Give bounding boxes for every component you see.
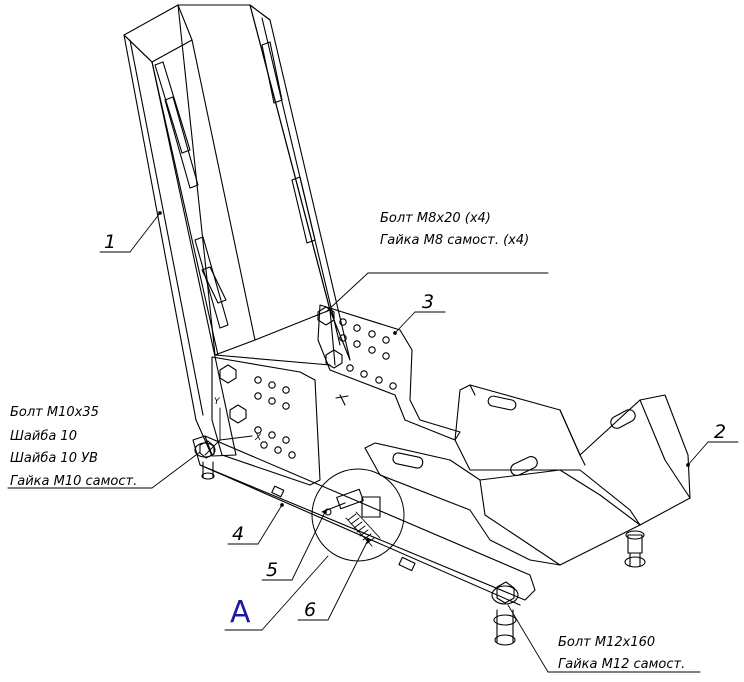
part-1-backrest [123, 4, 351, 457]
m10-bolt [194, 440, 216, 480]
axis-y-label: Y [214, 397, 221, 407]
note-left-line-4: Гайка М10 самост. [10, 474, 137, 489]
backrest-slot [154, 61, 229, 329]
rail-slot [398, 556, 416, 572]
part-4-label: 4 [232, 523, 244, 545]
note-left-line-3: Шайба 10 УВ [10, 451, 98, 466]
rail-slot [271, 485, 285, 498]
bracket-holes [254, 376, 296, 459]
part-2-label: 2 [714, 421, 726, 443]
part-5-pin [321, 488, 381, 518]
part-6-label: 6 [304, 599, 316, 621]
m12-bolt [491, 581, 519, 646]
note-bottom-line-2: Гайка М12 самост. [558, 657, 685, 672]
bracket-holes [339, 318, 397, 390]
part-2-cradle [364, 384, 691, 568]
note-left-line-1: Болт М10х35 [10, 405, 99, 420]
note-left-line-2: Шайба 10 [10, 429, 77, 444]
note-upper-line-1: Болт М8х20 (х4) [380, 211, 491, 226]
m10-bolt [219, 364, 247, 424]
m8-bolt [317, 306, 349, 406]
part-1-label: 1 [104, 231, 116, 253]
part-5-label: 5 [266, 559, 278, 581]
note-bottom-line-1: Болт М12х160 [558, 635, 655, 650]
part-4-base-rail [192, 435, 536, 646]
cradle-slot [392, 395, 636, 476]
backrest-slot [261, 41, 316, 244]
part-3-bracket [317, 304, 461, 441]
note-upper-line-2: Гайка М8 самост. (х4) [380, 233, 529, 248]
leader-lines [7, 211, 739, 673]
part-3-label: 3 [422, 291, 434, 313]
axis-x-label: X [254, 433, 262, 443]
coordinate-axes: Y X [204, 397, 262, 456]
detail-a-label: A [230, 595, 251, 630]
m12-bolt [624, 530, 646, 568]
